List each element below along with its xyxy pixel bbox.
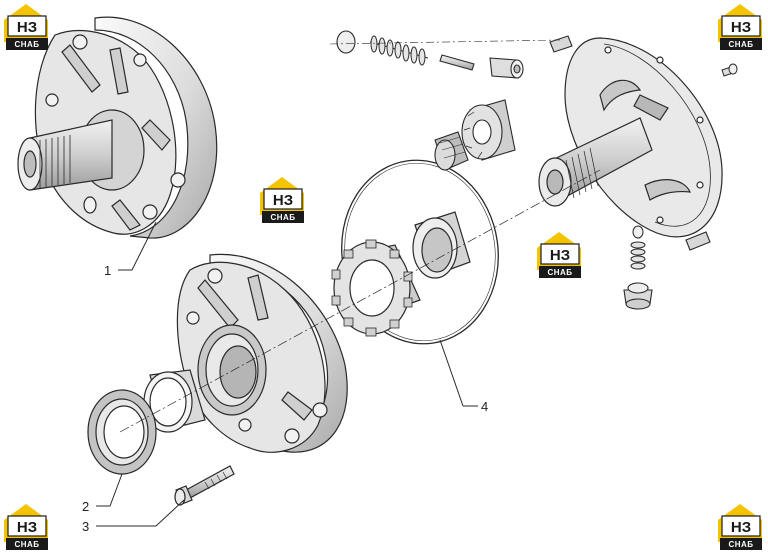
callout-3: 3 xyxy=(82,519,89,534)
svg-text:НЗ: НЗ xyxy=(17,519,37,536)
check-ball xyxy=(336,30,356,54)
watermark-logo-center-right: НЗ СНАБ xyxy=(537,232,581,278)
relief-plug xyxy=(623,282,653,310)
dowel-pin-lower xyxy=(685,231,711,251)
pump-cover xyxy=(538,37,723,238)
small-screw xyxy=(721,63,738,77)
needle-bearing xyxy=(434,131,469,171)
watermark-logo-top-right: НЗ СНАБ xyxy=(718,4,762,50)
dowel-pin-top xyxy=(439,54,475,71)
callout-1: 1 xyxy=(104,263,111,278)
callout-2: 2 xyxy=(82,499,89,514)
svg-text:СНАБ: СНАБ xyxy=(547,268,572,277)
svg-text:СНАБ: СНАБ xyxy=(270,213,295,222)
svg-text:НЗ: НЗ xyxy=(273,192,293,209)
svg-text:НЗ: НЗ xyxy=(17,19,37,36)
bolt xyxy=(174,465,235,506)
ring-gear xyxy=(331,239,421,337)
pinion-gear xyxy=(461,99,516,161)
leader-lines xyxy=(96,221,478,527)
dowel-pin-right xyxy=(549,35,573,53)
coil-spring xyxy=(369,35,429,66)
svg-text:НЗ: НЗ xyxy=(731,19,751,36)
watermark-logo-top-left: НЗ СНАБ xyxy=(4,4,48,50)
callout-4: 4 xyxy=(481,399,488,414)
valve-plug xyxy=(489,57,524,79)
assembly-axis-upper xyxy=(329,39,561,45)
pump-housing-upper xyxy=(17,16,218,239)
svg-text:СНАБ: СНАБ xyxy=(728,40,753,49)
relief-spring xyxy=(630,225,646,270)
watermark-logo-center-left: НЗ СНАБ xyxy=(260,177,304,223)
watermark-logo-bottom-right: НЗ СНАБ xyxy=(718,504,762,550)
watermark-logo-bottom-left: НЗ СНАБ xyxy=(4,504,48,550)
svg-text:СНАБ: СНАБ xyxy=(728,540,753,549)
pump-housing-lower xyxy=(176,253,348,453)
oil-seal xyxy=(87,389,157,475)
bushing-ring xyxy=(143,369,206,433)
sleeve xyxy=(412,211,471,279)
svg-text:СНАБ: СНАБ xyxy=(14,40,39,49)
svg-text:НЗ: НЗ xyxy=(731,519,751,536)
svg-text:СНАБ: СНАБ xyxy=(14,540,39,549)
assembly-axis xyxy=(119,169,601,433)
svg-text:НЗ: НЗ xyxy=(550,247,570,264)
